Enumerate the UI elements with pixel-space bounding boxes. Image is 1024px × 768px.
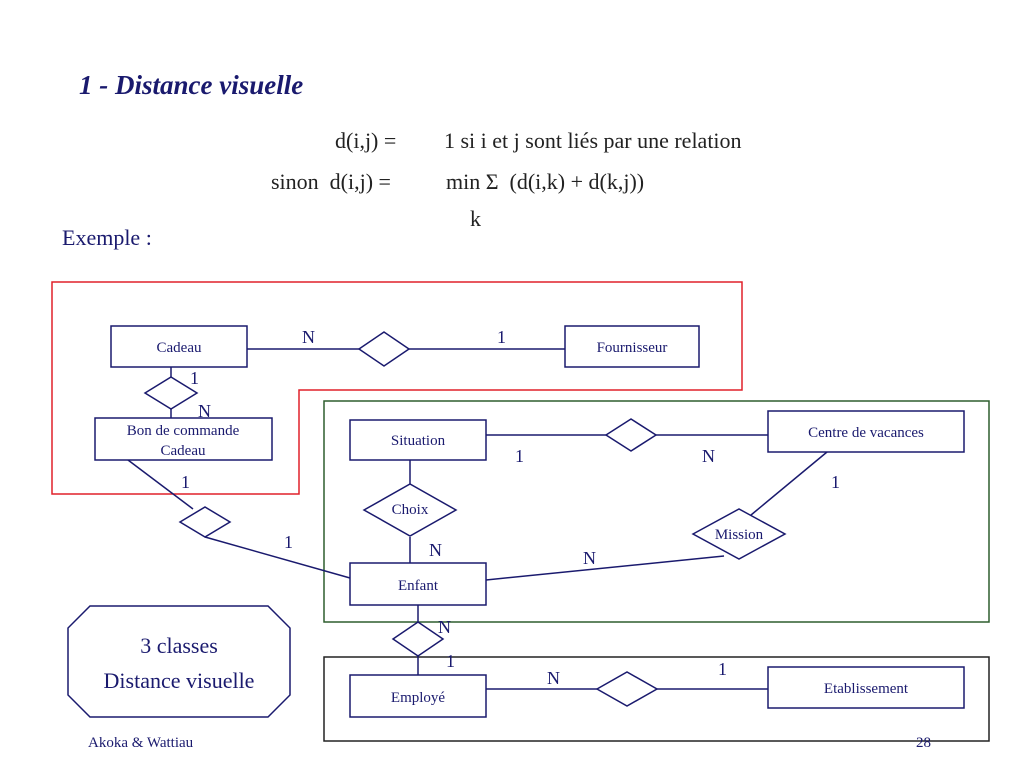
link-centre-mission bbox=[750, 451, 828, 516]
entity-cadeau[interactable] bbox=[110, 325, 248, 368]
relationship-enfant-employe[interactable] bbox=[391, 621, 445, 657]
link-enfant-mission bbox=[485, 555, 725, 581]
formula-sum-index: k bbox=[470, 206, 481, 231]
card-cadeau-fournisseur-right: 1 bbox=[497, 327, 506, 347]
entity-bon-label-line2: Cadeau bbox=[161, 443, 206, 459]
entity-bon-label-line1: Bon de commande bbox=[127, 423, 240, 439]
entity-bon-de-commande[interactable] bbox=[94, 417, 273, 461]
card-enfant-employe-bottom: 1 bbox=[446, 651, 455, 671]
card-situation-centre-left: 1 bbox=[515, 446, 524, 466]
relationship-mission[interactable] bbox=[691, 508, 787, 560]
relationship-cadeau-bon[interactable] bbox=[143, 376, 199, 410]
card-cadeau-bon-bottom: N bbox=[198, 401, 211, 421]
page-number: 28 bbox=[916, 735, 931, 751]
entity-situation[interactable] bbox=[349, 419, 487, 461]
relationship-situation-centre[interactable] bbox=[604, 418, 658, 452]
entity-cadeau-label: Cadeau bbox=[157, 340, 202, 356]
card-cadeau-bon-top: 1 bbox=[190, 368, 199, 388]
entity-centre-de-vacances[interactable] bbox=[767, 410, 965, 453]
relationship-choix[interactable] bbox=[362, 483, 458, 537]
callout-line1: 3 classes bbox=[140, 633, 218, 658]
formula-line2-left: sinon d(i,j) = bbox=[271, 169, 391, 194]
black-group-outline bbox=[323, 656, 990, 742]
entity-employe[interactable] bbox=[349, 674, 487, 718]
card-centre-mission: 1 bbox=[831, 472, 840, 492]
slide-title: 1 - Distance visuelle bbox=[79, 70, 304, 100]
callout-octagon bbox=[67, 605, 291, 718]
entity-fournisseur[interactable] bbox=[564, 325, 700, 368]
entity-situation-label: Situation bbox=[391, 433, 446, 449]
formula-line1-right: 1 si i et j sont liés par une relation bbox=[444, 128, 742, 153]
link-rel3-enfant bbox=[204, 536, 351, 579]
card-enfant-mission: N bbox=[583, 548, 596, 568]
card-employe-etab-left: N bbox=[547, 668, 560, 688]
entity-fournisseur-label: Fournisseur bbox=[597, 340, 668, 356]
card-bon-enfant-top: 1 bbox=[181, 472, 190, 492]
example-label: Exemple : bbox=[62, 225, 152, 250]
card-cadeau-fournisseur-left: N bbox=[302, 327, 315, 347]
relationship-choix-label: Choix bbox=[392, 502, 429, 518]
entity-etablissement[interactable] bbox=[767, 666, 965, 709]
entity-employe-label: Employé bbox=[391, 690, 445, 706]
link-bon-rel3 bbox=[127, 459, 194, 510]
footer-authors: Akoka & Wattiau bbox=[88, 735, 194, 751]
entity-etablissement-label: Etablissement bbox=[824, 681, 909, 697]
entity-enfant-label: Enfant bbox=[398, 578, 439, 594]
callout-line2: Distance visuelle bbox=[104, 668, 255, 693]
relationship-mission-label: Mission bbox=[715, 527, 764, 543]
relationship-bon-enfant[interactable] bbox=[178, 506, 232, 538]
card-employe-etab-right: 1 bbox=[718, 659, 727, 679]
entity-centre-label: Centre de vacances bbox=[808, 425, 924, 441]
formula-line1-left: d(i,j) = bbox=[335, 128, 397, 153]
relationship-employe-etablissement[interactable] bbox=[595, 671, 659, 707]
red-group-outline bbox=[51, 281, 743, 495]
formula-line2-right: min Σ (d(i,k) + d(k,j)) bbox=[446, 169, 645, 194]
entity-enfant[interactable] bbox=[349, 562, 487, 606]
card-situation-centre-right: N bbox=[702, 446, 715, 466]
card-bon-enfant-bottom: 1 bbox=[284, 532, 293, 552]
green-group-outline bbox=[323, 400, 990, 623]
card-enfant-employe-top: N bbox=[438, 617, 451, 637]
card-choix-enfant: N bbox=[429, 540, 442, 560]
relationship-cadeau-fournisseur[interactable] bbox=[357, 331, 411, 367]
